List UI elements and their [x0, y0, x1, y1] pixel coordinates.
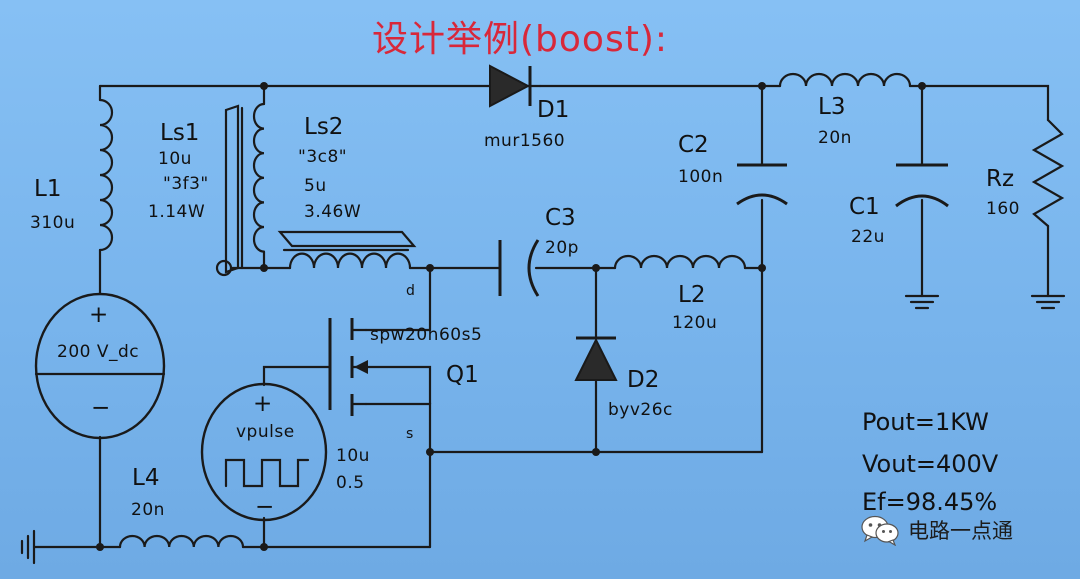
l2-value: 120u — [672, 313, 718, 333]
q1-pin-s: s — [406, 426, 414, 442]
watermark-text: 电路一点通 — [908, 519, 1013, 543]
rz-name: Rz — [986, 166, 1015, 192]
rz-value: 160 — [986, 199, 1020, 219]
winding-dot — [215, 259, 233, 277]
inductor-l3 — [778, 72, 912, 88]
ls1-value: 10u — [158, 149, 192, 169]
wechat-icon — [860, 514, 900, 547]
q1-name: Q1 — [446, 362, 479, 388]
vpulse-label: vpulse — [236, 422, 295, 442]
v1-minus: − — [91, 395, 111, 421]
ls1-core: "3f3" — [163, 174, 209, 194]
l4-name: L4 — [132, 465, 160, 491]
vpulse-plus: + — [253, 391, 273, 417]
l4-value: 20n — [131, 500, 165, 520]
dc-source-v1 — [34, 292, 166, 440]
l3-name: L3 — [818, 94, 846, 120]
spec-efficiency: Ef=98.45% — [862, 488, 998, 516]
diode-d1 — [489, 64, 542, 108]
inductor-ls1 — [252, 102, 266, 253]
c2-value: 100n — [678, 167, 724, 187]
pulse-source — [200, 382, 328, 522]
d2-part: byv26c — [608, 400, 673, 420]
watermark: 电路一点通 — [860, 514, 1013, 547]
l2-name: L2 — [678, 282, 706, 308]
c2-name: C2 — [678, 132, 709, 158]
capacitor-c2 — [736, 163, 788, 206]
junction-dots — [96, 82, 926, 551]
c3-value: 20p — [545, 238, 579, 258]
d1-part: mur1560 — [484, 131, 566, 151]
l3-value: 20n — [818, 128, 852, 148]
d2-name: D2 — [627, 367, 660, 393]
resistor-rz — [1031, 118, 1065, 228]
ls2-loss: 3.46W — [304, 202, 362, 222]
transformer-core — [224, 104, 240, 274]
ls2-value: 5u — [304, 176, 327, 196]
capacitor-c1 — [895, 163, 949, 208]
spec-vout: Vout=400V — [862, 450, 999, 478]
l1-value: 310u — [30, 213, 76, 233]
ground-symbols — [20, 294, 1066, 565]
ls2-core: "3c8" — [298, 147, 348, 167]
capacitor-c3 — [498, 239, 540, 297]
inductor-ls2 — [288, 252, 412, 270]
v1-plus: + — [89, 302, 109, 328]
c1-value: 22u — [851, 227, 885, 247]
c1-name: C1 — [849, 194, 880, 220]
inductor-l2 — [613, 254, 747, 270]
v1-label: 200 V_dc — [57, 342, 140, 362]
mosfet-q1 — [328, 318, 368, 416]
inductor-l4 — [118, 534, 245, 549]
q1-part: spw20n60s5 — [370, 325, 483, 345]
ls2-core — [277, 230, 417, 248]
diode-d2 — [574, 336, 618, 381]
q1-pin-d: d — [406, 283, 415, 299]
ls2-name: Ls2 — [304, 114, 344, 140]
ls1-name: Ls1 — [160, 120, 200, 146]
ls1-loss: 1.14W — [148, 202, 206, 222]
inductor-l1 — [98, 98, 114, 252]
diagram-title: 设计举例(boost): — [372, 19, 668, 60]
spec-pout: Pout=1KW — [862, 408, 989, 436]
l1-name: L1 — [34, 176, 62, 202]
c3-name: C3 — [545, 205, 576, 231]
d1-name: D1 — [537, 97, 570, 123]
vpulse-duty: 0.5 — [336, 473, 365, 493]
vpulse-minus: − — [255, 494, 275, 520]
vpulse-period: 10u — [336, 446, 370, 466]
